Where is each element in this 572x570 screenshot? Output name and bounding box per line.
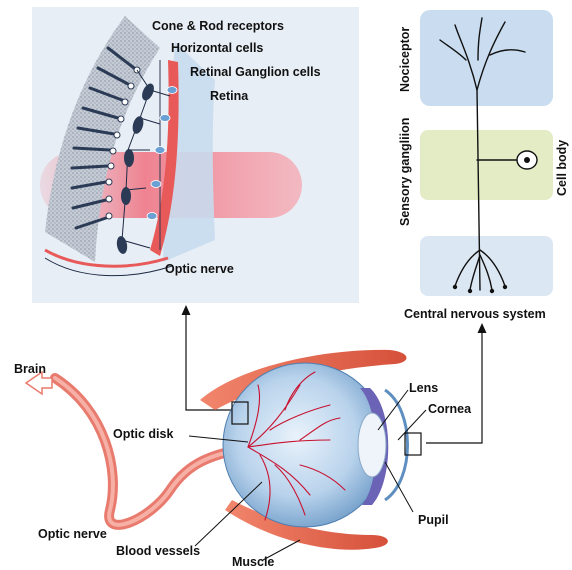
label-brain: Brain xyxy=(14,362,46,376)
eye-illustration xyxy=(26,350,421,550)
label-lens: Lens xyxy=(409,381,438,395)
label-horizontal: Horizontal cells xyxy=(171,41,263,55)
label-retina: Retina xyxy=(210,89,249,103)
label-cns: Central nervous system xyxy=(404,307,546,321)
cns-box xyxy=(420,236,553,296)
label-cell-body: Cell body xyxy=(555,140,569,196)
label-pupil: Pupil xyxy=(418,513,449,527)
label-nociceptor: Nociceptor xyxy=(398,27,412,92)
retina-panel: Cone & Rod receptors Horizontal cells Re… xyxy=(32,7,359,303)
lens-shape xyxy=(358,413,386,477)
label-optic-nerve-top: Optic nerve xyxy=(165,262,234,276)
cornea-shape xyxy=(385,390,408,500)
nociceptor-box xyxy=(420,10,553,106)
label-cornea: Cornea xyxy=(428,402,472,416)
neuron-panel: Nociceptor Sensory gangliion Cell body C… xyxy=(398,10,569,321)
label-optic-disk: Optic disk xyxy=(113,427,173,441)
label-optic-nerve-bottom: Optic nerve xyxy=(38,527,107,541)
label-sensory-ganglion: Sensory gangliion xyxy=(398,118,412,226)
label-muscle: Muscle xyxy=(232,555,274,569)
label-ganglion: Retinal Ganglion cells xyxy=(190,65,321,79)
label-cone-rod: Cone & Rod receptors xyxy=(152,19,284,33)
label-blood-vessels: Blood vessels xyxy=(116,544,200,558)
